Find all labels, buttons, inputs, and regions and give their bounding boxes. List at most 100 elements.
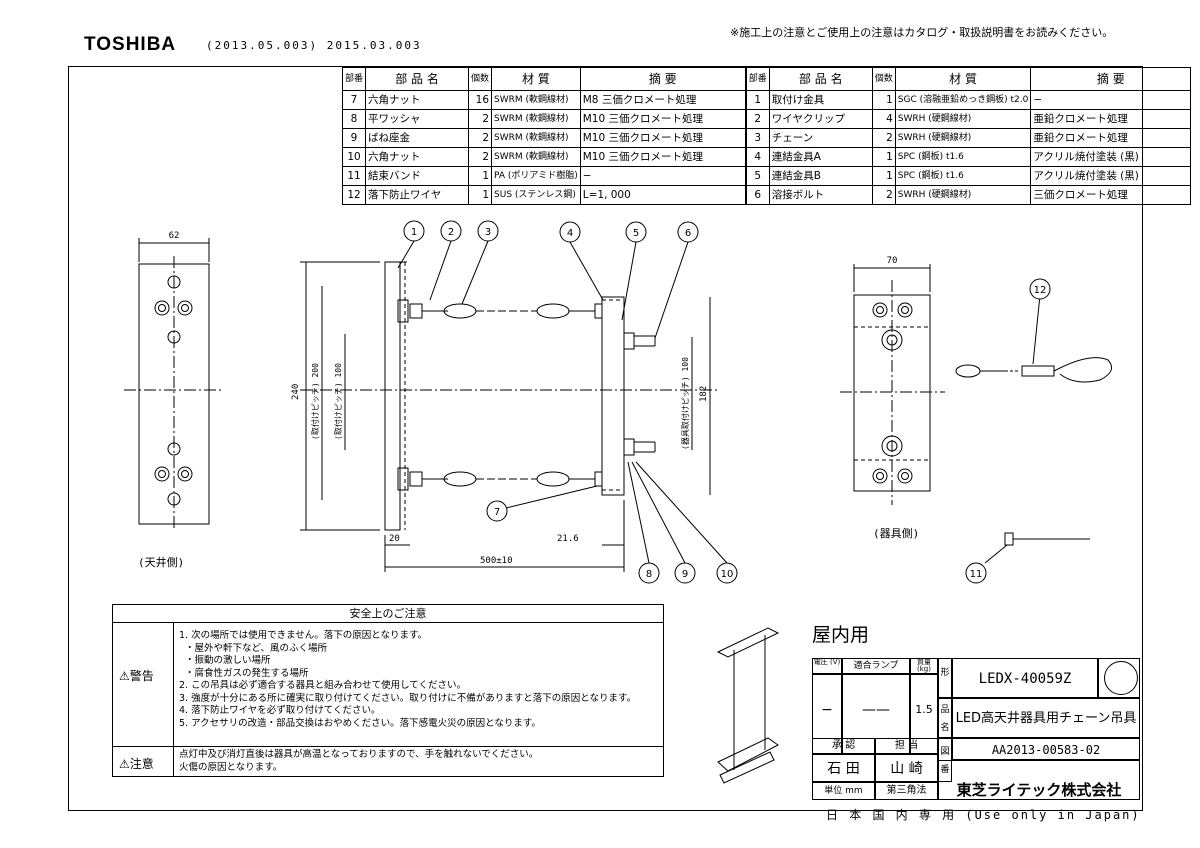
brand-logo: TOSHIBA [84, 34, 177, 55]
part-qty: 16 [468, 90, 493, 110]
name-label: 品 名 [938, 698, 952, 738]
balloon-label: 7 [494, 507, 500, 518]
caution-line: 火傷の原因となります。 [179, 762, 283, 773]
safety-notes: 安全上のご注意 ⚠警告 ⚠注意 1. 次の場所では使用できません。落下の原因とな… [112, 604, 664, 777]
dim-200: (取付けピッチ) 200 [310, 363, 320, 440]
ceiling-side-label: (天井側) [138, 555, 184, 569]
balloon-label: 5 [633, 228, 639, 239]
model-number: LEDX-40059Z [952, 658, 1098, 698]
warning-line: ・屋外や軒下など、風のふく場所 [185, 642, 328, 654]
balloon-circle [440, 220, 462, 242]
drawing-number: AA2013-00583-02 [952, 738, 1140, 760]
part-description: 三価クロメート処理 [1030, 185, 1192, 205]
part-no: 12 [341, 185, 367, 205]
part-qty: 2 [468, 147, 493, 167]
part-material: SWRH (硬鋼線材) [894, 185, 1032, 205]
dim-182: 182 [699, 386, 709, 402]
balloon-label: 10 [721, 569, 734, 580]
person-name: 山 崎 [875, 754, 938, 782]
part-name: 連結金具A [768, 147, 873, 167]
approver-name: 石 田 [812, 754, 875, 782]
part-qty: 2 [871, 185, 896, 205]
dim-100-right: (器具取付けピッチ) 100 [680, 357, 690, 450]
form-label: 形 [938, 658, 952, 698]
balloon-circle [965, 562, 987, 584]
safety-title: 安全上のご注意 [113, 605, 663, 623]
balloon-circle [716, 562, 738, 584]
balloon-label: 2 [448, 227, 454, 238]
connector-plate-side [601, 296, 625, 496]
balloon-circle [625, 221, 647, 243]
hdr-no: 部番 [341, 67, 367, 91]
hdr-material: 材 質 [491, 67, 581, 91]
part-name: 結束バンド [365, 166, 470, 186]
lamp-header: 適合ランプ [842, 658, 910, 674]
warning-label: ⚠警告 [119, 669, 154, 683]
hdr-name: 部 品 名 [365, 67, 470, 91]
model-mark-box [1098, 658, 1140, 698]
balloon-circle [677, 221, 699, 243]
usage-notice: ※施工上の注意とご使用上の注意はカタログ・取扱説明書をお読みください。 [730, 26, 1114, 39]
revision-dates: (2013.05.003) 2015.03.003 [206, 39, 422, 52]
hdr-description: 摘 要 [579, 67, 747, 91]
balloon-label: 8 [646, 569, 652, 580]
balloon-circle [559, 221, 581, 243]
balloon-circle [477, 220, 499, 242]
part-description: L=1, 000 [579, 185, 747, 205]
safety-divider [113, 746, 663, 747]
balloon-label: 9 [682, 569, 688, 580]
product-name: LED高天井器具用チェーン吊具 [952, 698, 1140, 738]
part-qty: 1 [468, 185, 493, 205]
part-description: M10 三価クロメート処理 [579, 147, 747, 167]
part-name: 溶接ボルト [768, 185, 873, 205]
caution-icon: ⚠ [119, 757, 130, 771]
balloon-label: 3 [485, 227, 491, 238]
domestic-use-notice: 日 本 国 内 専 用 (Use only in Japan) [826, 808, 1141, 822]
hdr-description-2: 摘 要 [1030, 67, 1192, 91]
part-material: SUS (ステンレス鋼) [491, 185, 581, 205]
balloon-label: 1 [411, 227, 417, 238]
hdr-qty: 個数 [468, 67, 493, 91]
charge-header: 担 当 [875, 738, 938, 754]
dim-21-6: 21.6 [557, 534, 579, 544]
warning-line: 4. 落下防止ワイヤを必ず取り付けてください。 [179, 705, 381, 716]
approve-header: 承 認 [812, 738, 875, 754]
safety-label-column [113, 622, 174, 776]
warning-line: 5. アクセサリの改造・部品交換はおやめください。落下感電火災の原因となります。 [179, 717, 541, 729]
balloon-circle [638, 562, 660, 584]
warning-line: 2. この吊具は必ず適合する器具と組み合わせて使用してください。 [179, 680, 467, 691]
balloon-circle [1029, 278, 1051, 300]
warning-line: 3. 強度が十分にある所に確実に取り付けてください。取り付けに不備がありますと落… [179, 692, 637, 704]
dim-100-left: (取付けピッチ) 100 [333, 363, 343, 440]
balloon-label: 4 [567, 228, 573, 239]
part-name: 六角ナット [365, 90, 470, 110]
parts-table: 部番 部 品 名 個数 材 質 摘 要 部番 部 品 名 個数 材 質 摘 要 … [341, 67, 1192, 205]
caution-label: ⚠注意 [119, 757, 154, 771]
balloon-circle [674, 562, 696, 584]
part-name: 六角ナット [365, 147, 470, 167]
projection-label: 第三角法 [875, 782, 938, 800]
title-block: 電圧 (V) 適合ランプ 質量 (kg) − —— 1.5 形 LEDX-400… [812, 658, 1140, 800]
balloon-label: 11 [970, 569, 983, 580]
balloon-circle [486, 500, 508, 522]
indoor-label: 屋内用 [812, 624, 870, 646]
mass-header: 質量 (kg) [910, 658, 938, 674]
dim-62: 62 [169, 231, 180, 241]
dim-20: 20 [389, 534, 400, 544]
caution-line: 点灯中及び消灯直後は器具が高温となっておりますので、手を触れないでください。 [179, 749, 539, 760]
warning-line: ・振動の激しい場所 [185, 655, 271, 666]
dim-240: 240 [291, 384, 301, 400]
warning-line: 1. 次の場所では使用できません。落下の原因となります。 [179, 630, 428, 641]
balloon-circle [403, 220, 425, 242]
unit-label: 単位 mm [812, 782, 875, 800]
part-name: 平ワッシャ [365, 109, 470, 129]
company-name: 東芝ライテック株式会社 [938, 760, 1140, 800]
balloon-label: 6 [685, 228, 691, 239]
fixture-side-label: (器具側) [873, 527, 919, 540]
warning-line: ・腐食性ガスの発生する場所 [185, 667, 309, 679]
hdr-material-2: 材 質 [894, 67, 1032, 91]
